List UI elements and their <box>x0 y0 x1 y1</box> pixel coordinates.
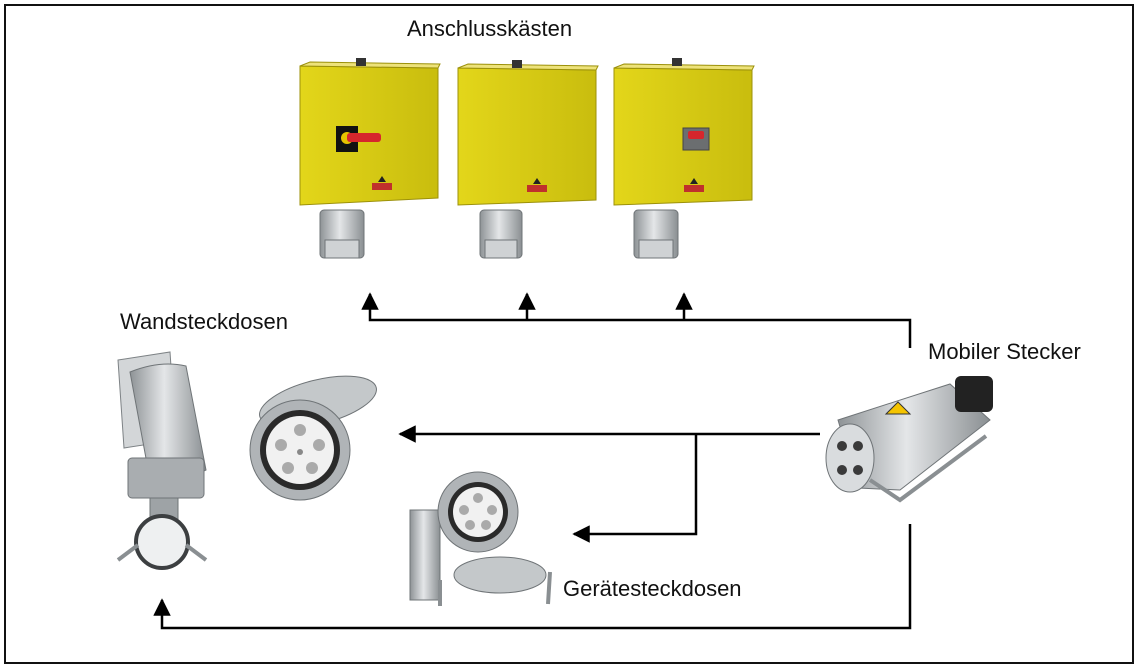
junction-box-2 <box>457 60 599 259</box>
yellow-junction-box-icon <box>613 58 755 259</box>
yellow-junction-box-icon <box>457 60 599 259</box>
junction-box-1 <box>299 58 441 259</box>
label-geraetesteckdosen: Gerätesteckdosen <box>563 576 742 601</box>
label-wandsteckdosen: Wandsteckdosen <box>120 309 288 334</box>
wall-socket <box>116 351 208 570</box>
wall-socket-icon <box>116 351 208 570</box>
arrow-to-wall-socket <box>153 524 912 630</box>
open-wall-socket <box>249 375 377 501</box>
device-socket <box>409 471 552 606</box>
line-plug-to-boxes <box>361 292 912 348</box>
diagram-frame <box>4 4 1134 664</box>
arrow-to-device-socket <box>572 434 698 543</box>
junction-box-3 <box>613 58 755 259</box>
connector-lines <box>153 292 912 630</box>
wall-socket-icon <box>249 375 377 501</box>
yellow-junction-box-icon <box>299 58 441 259</box>
mobile-plug <box>825 376 993 503</box>
label-mobiler-stecker: Mobiler Stecker <box>928 339 1081 364</box>
device-socket-icon <box>409 471 552 606</box>
label-anschlusskaesten: Anschlusskästen <box>407 16 573 41</box>
mobile-plug-icon <box>825 376 993 503</box>
